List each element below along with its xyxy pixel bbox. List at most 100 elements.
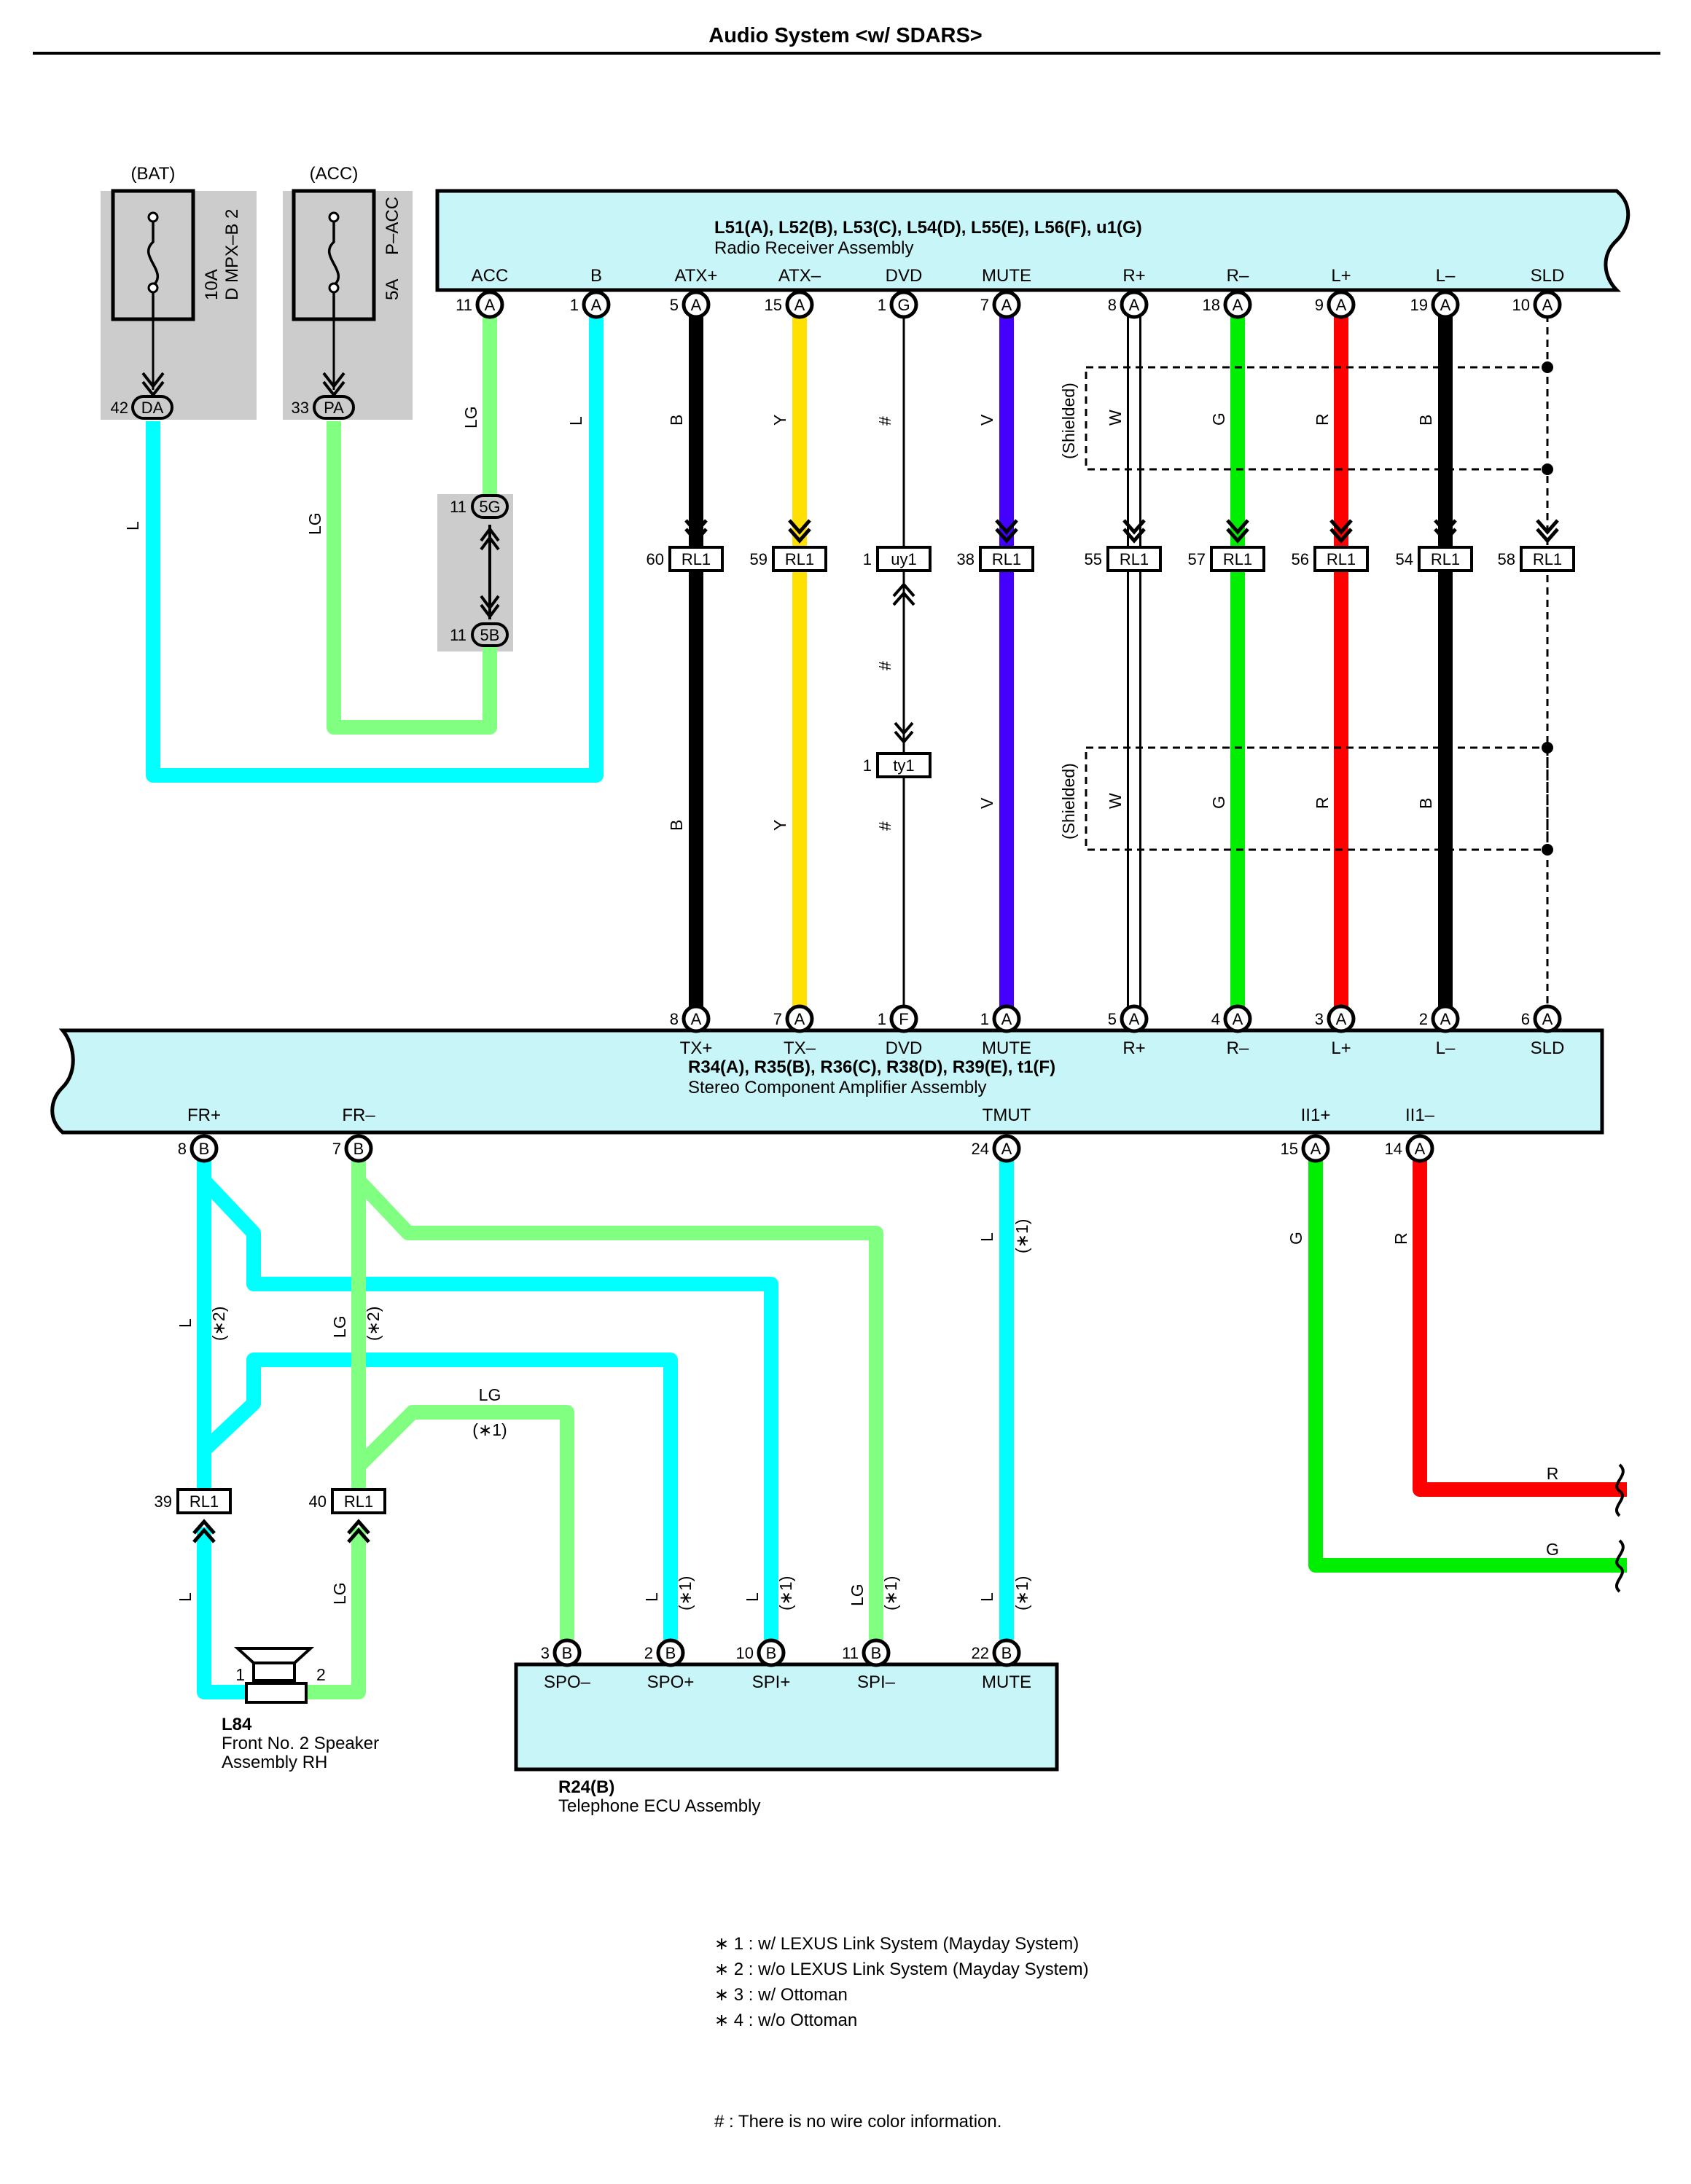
telephone-pin-label: SPO+ bbox=[647, 1672, 695, 1692]
amp-bottom-pin-label: TMUT bbox=[983, 1105, 1031, 1125]
amp-name: Stereo Component Amplifier Assembly bbox=[688, 1078, 987, 1097]
radio-pin: A5 bbox=[670, 290, 711, 319]
arrow-up-icon bbox=[192, 1519, 216, 1543]
shield-label: (Shielded) bbox=[1059, 383, 1078, 459]
rl1-pin: 1 bbox=[863, 550, 872, 568]
wire-code: L bbox=[977, 1592, 996, 1602]
pin-connector: A bbox=[1542, 296, 1553, 314]
stereo-amplifier-assembly: R34(A), R35(B), R36(C), R38(D), R39(E), … bbox=[50, 1028, 1604, 1135]
radio-pin-label: L+ bbox=[1331, 266, 1351, 286]
telephone-pin-label: SPO– bbox=[544, 1672, 591, 1692]
radio-pin-label: B bbox=[590, 266, 602, 286]
wire-code: G bbox=[1209, 796, 1228, 809]
rl1-pin: 58 bbox=[1498, 550, 1515, 568]
amp-bottom-pin-label: FR+ bbox=[187, 1105, 221, 1125]
hash-note: # : There is no wire color information. bbox=[714, 2112, 1002, 2132]
radio-pin-label: DVD bbox=[886, 266, 923, 286]
wire-code: V bbox=[977, 797, 996, 809]
pin-connector: A bbox=[794, 1010, 805, 1028]
radio-pin: A8 bbox=[1108, 290, 1149, 319]
pin-number: 7 bbox=[980, 296, 989, 314]
telephone-ecu-assembly: R24(B) Telephone ECU Assembly bbox=[514, 1662, 1059, 1816]
rl1-label: RL1 bbox=[1327, 550, 1356, 568]
arrow-down-icon bbox=[1122, 519, 1146, 544]
radio-pins: ACCA11BA1ATX+A5ATX–A15DVDG1MUTEA7R+A8R–A… bbox=[456, 266, 1565, 319]
radio-pin-label: ATX– bbox=[778, 266, 821, 286]
pin-number: 9 bbox=[1315, 296, 1324, 314]
amp-top-pin-label: TX+ bbox=[680, 1038, 713, 1058]
wire-code: R bbox=[1313, 797, 1332, 809]
radio-pin: A 11 bbox=[456, 290, 504, 319]
continuation-icon bbox=[1615, 1539, 1625, 1593]
rl1-label: RL1 bbox=[992, 550, 1021, 568]
rl1-label: RL1 bbox=[1533, 550, 1562, 568]
wire-code: R bbox=[1313, 413, 1332, 426]
wire-code: # bbox=[875, 661, 894, 670]
wire-code: B bbox=[1416, 798, 1435, 809]
wire-code: LG bbox=[479, 1385, 501, 1404]
pin-number: 18 bbox=[1203, 296, 1220, 314]
pin-connector: A bbox=[794, 296, 805, 314]
footnote: ∗ 1 : w/ LEXUS Link System (Mayday Syste… bbox=[714, 1934, 1079, 1954]
fuse-bat: (BAT) 10A D MPX–B 2 DA 42 bbox=[101, 164, 257, 420]
pin-connector: A bbox=[691, 1010, 702, 1028]
pin-connector: A bbox=[1001, 1140, 1012, 1158]
fuse-source-acc: (ACC) bbox=[310, 164, 359, 184]
pin-number: 24 bbox=[972, 1140, 989, 1158]
fuse-conn: DA bbox=[141, 399, 164, 417]
radio-codes: L51(A), L52(B), L53(C), L54(D), L55(E), … bbox=[714, 218, 1142, 238]
rl1-pin: 40 bbox=[309, 1492, 327, 1511]
pin-connector: A bbox=[1440, 1010, 1451, 1028]
wire-code: L bbox=[123, 521, 142, 531]
arrow-up-icon bbox=[347, 1519, 370, 1543]
amp-top-pin-label: TX– bbox=[784, 1038, 816, 1058]
pin-connector: B bbox=[354, 1140, 364, 1158]
speaker-pin: 2 bbox=[316, 1665, 326, 1684]
amp-top-pin: A4 bbox=[1211, 1004, 1252, 1033]
rl1-pin: 55 bbox=[1085, 550, 1102, 568]
wire-code: LG bbox=[305, 512, 324, 535]
pin-number: 2 bbox=[1419, 1010, 1428, 1028]
amp-bottom-pin-label: II1– bbox=[1405, 1105, 1435, 1125]
pin-connector: B bbox=[1001, 1644, 1012, 1662]
speaker-name: Front No. 2 Speaker bbox=[222, 1734, 379, 1753]
pin-number: 11 bbox=[456, 296, 472, 314]
wire-code: R bbox=[1391, 1232, 1410, 1245]
arrow-down-icon bbox=[1434, 519, 1457, 544]
continuation-icon bbox=[1615, 1463, 1625, 1517]
telephone-pin-label: MUTE bbox=[982, 1672, 1031, 1692]
pin-connector: A bbox=[1233, 296, 1243, 314]
pin-number: 10 bbox=[736, 1644, 754, 1662]
wire-code: LG bbox=[461, 406, 480, 428]
rl1-label: RL1 bbox=[682, 550, 711, 568]
joint-pin: 11 bbox=[450, 498, 466, 516]
fuse-rating: 5A bbox=[383, 279, 402, 300]
pin-connector: A bbox=[1336, 296, 1347, 314]
radio-pin: A 18 bbox=[1203, 290, 1252, 319]
telephone-pin: B11 bbox=[842, 1638, 891, 1667]
telephone-pin-label: SPI– bbox=[857, 1672, 896, 1692]
pin-number: 3 bbox=[1315, 1010, 1324, 1028]
radio-name: Radio Receiver Assembly bbox=[714, 238, 913, 258]
radio-pin-label: ATX+ bbox=[675, 266, 718, 286]
wire-code: L bbox=[977, 1232, 996, 1242]
pin-number: 8 bbox=[1108, 296, 1117, 314]
pin-connector: A bbox=[1001, 296, 1012, 314]
speaker-name: Assembly RH bbox=[222, 1753, 327, 1772]
speaker-l84: 1 2 L84 Front No. 2 Speaker Assembly RH bbox=[222, 1647, 379, 1772]
footnotes: ∗ 1 : w/ LEXUS Link System (Mayday Syste… bbox=[714, 1931, 1089, 2033]
star-note: (∗1) bbox=[472, 1420, 507, 1439]
rl1-pin: 56 bbox=[1292, 550, 1309, 568]
wire-codes: LG L L LG B Y # V W G R B # B Y # V W G … bbox=[123, 406, 1559, 1610]
pin-connector: A bbox=[485, 296, 496, 314]
rl1-label: RL1 bbox=[1223, 550, 1252, 568]
radio-pin-label: SLD bbox=[1531, 266, 1565, 286]
wire-code: LG bbox=[848, 1584, 867, 1606]
fuse-rating: 10A bbox=[202, 269, 222, 300]
amp-top-pin-label: SLD bbox=[1531, 1038, 1565, 1058]
